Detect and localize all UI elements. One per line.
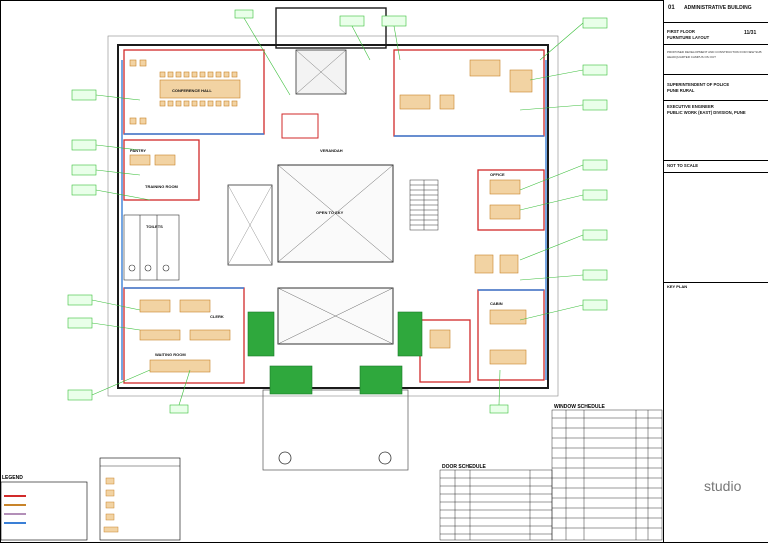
label-training-room: TRAINING ROOM — [145, 184, 179, 189]
client-line-2: PUNE RURAL — [667, 88, 695, 93]
title-block-header: 01 ADMINISTRATIVE BUILDING — [664, 0, 768, 23]
scale-value: NOT TO SCALE — [667, 163, 699, 168]
project-description: PROPOSED DEVELOPMENT AND CONSTRUCTION FO… — [667, 50, 762, 59]
sheet-number: 01 — [668, 5, 675, 11]
brand-logo: studio — [704, 478, 742, 494]
label-waiting-room: WAITING ROOM — [155, 352, 186, 357]
drawing-title-2: FURNITURE LAYOUT — [667, 35, 710, 40]
label-conference-hall: CONFERENCE HALL — [172, 88, 212, 93]
drawing-title-row: FIRST FLOOR FURNITURE LAYOUT 11/31 — [664, 22, 768, 45]
label-clerk: CLERK — [210, 314, 224, 319]
window-schedule — [551, 409, 663, 541]
lawns — [247, 311, 423, 395]
window-schedule-title: WINDOW SCHEDULE — [554, 404, 605, 410]
consultant-line-1: EXECUTIVE ENGINEER — [667, 104, 714, 109]
drawing-title-1: FIRST FLOOR — [667, 29, 695, 34]
building-name: ADMINISTRATIVE BUILDING — [684, 5, 752, 11]
consultant-line-2: PUBLIC WORK (EAST) DIVISION, PUNE — [667, 110, 746, 115]
exterior-walls — [117, 44, 549, 389]
site-outline — [107, 35, 559, 471]
legend-title: LEGEND — [2, 475, 23, 481]
room-labels: CONFERENCE HALL PANTRY TRAINING ROOM TOI… — [130, 88, 505, 357]
label-pantry: PANTRY — [130, 148, 146, 153]
label-cabin: CABIN — [490, 301, 503, 306]
glass-partitions — [121, 60, 547, 380]
furniture — [129, 59, 533, 373]
notes-row — [664, 172, 768, 283]
label-toilets: TOILETS — [146, 224, 163, 229]
label-office: OFFICE — [490, 172, 505, 177]
callout-leaders — [67, 9, 608, 414]
terrace-block — [275, 7, 387, 139]
consultant-row: EXECUTIVE ENGINEER PUBLIC WORK (EAST) DI… — [664, 100, 768, 161]
door-schedule-title: DOOR SCHEDULE — [442, 464, 487, 470]
legend — [0, 457, 181, 541]
client-line-1: SUPERINTENDENT OF POLICE — [667, 82, 730, 87]
title-block: 01 ADMINISTRATIVE BUILDING FIRST FLOOR F… — [663, 0, 768, 542]
drawing-number: 11/31 — [744, 30, 757, 36]
label-verandah: VERANDAH — [320, 148, 343, 153]
key-plan-title: KEY PLAN — [667, 284, 688, 289]
label-open-to-sky: OPEN TO SKY — [316, 210, 344, 215]
courtyards — [227, 164, 394, 345]
project-row: PROPOSED DEVELOPMENT AND CONSTRUCTION FO… — [664, 44, 768, 75]
toilet-block — [123, 214, 180, 281]
staircase — [409, 179, 439, 231]
client-row: SUPERINTENDENT OF POLICE PUNE RURAL — [664, 74, 768, 101]
scale-row: NOT TO SCALE — [664, 160, 768, 173]
